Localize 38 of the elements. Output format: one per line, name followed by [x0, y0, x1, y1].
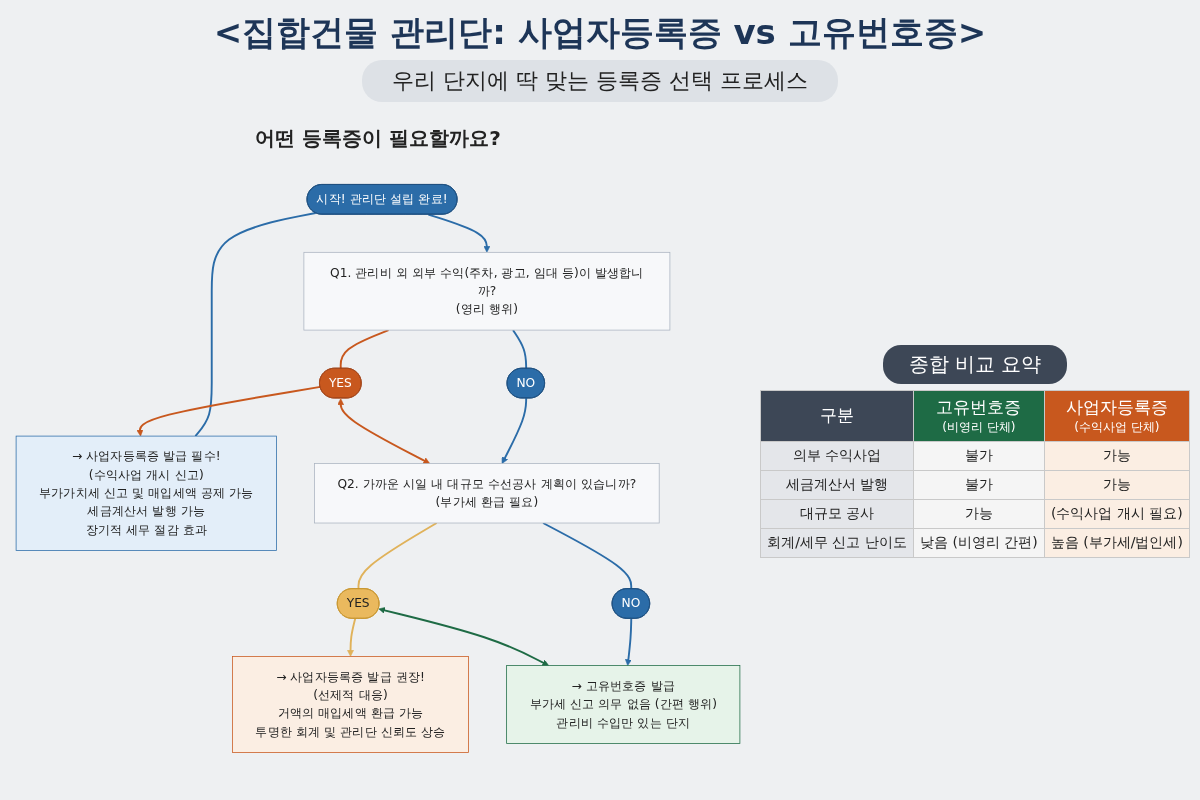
- arrow: [378, 607, 549, 666]
- arrow: [625, 617, 633, 666]
- column-header: 구분: [819, 404, 856, 427]
- connector: [194, 212, 317, 438]
- node-box: → 고유번호증 발급 부가세 신고 의무 없음 (간편 행위) 관리비 수입만 있는 단지: [506, 665, 741, 744]
- arrow: [136, 385, 322, 437]
- table-cell-text: 높음 (부가세/법인세): [1049, 533, 1184, 552]
- arrow: [427, 213, 491, 253]
- title: <집합건물 관리단: 사업자등록증 vs 고유번호증>: [213, 11, 987, 54]
- column-header: 고유번호증: [935, 395, 1023, 419]
- table-cell-text: 가능: [1101, 475, 1132, 494]
- arrow: [337, 398, 431, 464]
- table-cell-text: (수익사업 개시 필요): [1049, 504, 1184, 523]
- node-box: → 사업자등록증 발급 필수! (수익사업 개시 신고) 부가가치세 신고 및 매입세액 공제 가능 세금계산서 발행 가능 장기적 세무 절감 효과: [15, 435, 277, 551]
- node-box: → 사업자등록증 발급 권장! (선제적 대응) 거액의 매입세액 환급 가능 투명한 회계 및 관리단 신뢰도 상승: [232, 656, 469, 753]
- row-header: 세금계산서 발행: [784, 475, 890, 494]
- table-cell-text: 불가: [963, 475, 994, 494]
- row-header: 대규모 공사: [798, 504, 876, 523]
- connector: [339, 329, 390, 370]
- connector: [357, 522, 438, 590]
- arrow: [347, 617, 357, 657]
- subtitle: 우리 단지에 딱 맞는 등록증 선택 프로세스: [362, 60, 838, 102]
- column-header: (비영리 단체): [941, 418, 1017, 436]
- row-header: 의부 수익사업: [791, 446, 883, 465]
- table-heading: 종합 비교 요약: [882, 344, 1068, 384]
- arrow: [501, 397, 528, 464]
- column-header: 사업자등록증: [1064, 395, 1169, 419]
- node-box: Q2. 가까운 시일 내 대규모 수선공사 계획이 있습니까? (부가세 환급 필요): [314, 463, 660, 524]
- question-text: 어떤 등록증이 필요할까요?: [255, 125, 501, 152]
- table-cell-text: 불가: [963, 446, 994, 465]
- column-header: (수익사업 단체): [1073, 418, 1161, 436]
- table-cell-text: 가능: [963, 504, 994, 523]
- table-cell-text: 낮음 (비영리 간편): [918, 533, 1039, 552]
- connector: [512, 329, 528, 370]
- table-cell-text: 가능: [1101, 446, 1132, 465]
- row-header: 회계/세무 신고 난이도: [766, 533, 908, 552]
- node-box: Q1. 관리비 외 외부 수익(주차, 광고, 임대 등)이 발생합니까? (영리 행위): [303, 251, 671, 331]
- connector: [542, 522, 633, 590]
